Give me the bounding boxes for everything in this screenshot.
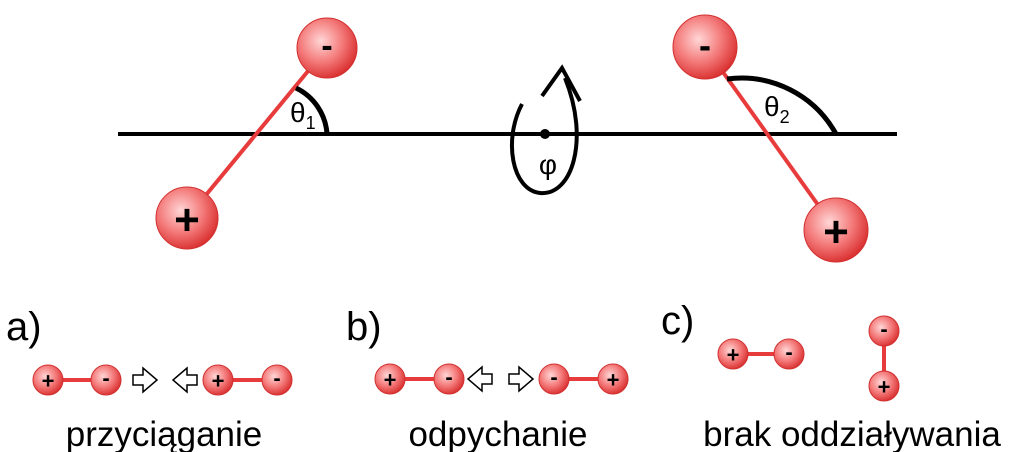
svg-text:-: - <box>445 365 452 390</box>
svg-text:+: + <box>878 375 891 400</box>
panel-a-caption: przyciąganie <box>66 415 263 452</box>
panel-b-dipole-left: + - <box>374 363 465 395</box>
rotation-center-dot <box>540 129 550 139</box>
svg-text:-: - <box>785 340 792 365</box>
right-dipole-rod <box>703 45 838 232</box>
svg-text:-: - <box>273 366 280 391</box>
svg-text:+: + <box>727 343 740 368</box>
rotation-arrow-icon <box>509 64 582 196</box>
svg-text:-: - <box>550 365 557 390</box>
hollow-arrow-left-icon <box>171 366 198 394</box>
hollow-arrow-right-icon <box>132 366 159 394</box>
theta1-arc <box>294 85 330 135</box>
svg-text:+: + <box>212 369 225 394</box>
svg-text:-: - <box>102 366 109 391</box>
left-dipole-plus-charge: + <box>155 186 219 250</box>
panel-b-caption: odpychanie <box>408 415 587 452</box>
panel-c-label: c) <box>661 299 694 343</box>
left-dipole-rod <box>185 46 329 220</box>
theta2-arc <box>726 75 839 136</box>
svg-text:-: - <box>699 25 711 66</box>
panel-a-dipole-right: + - <box>202 364 293 396</box>
hollow-arrow-left-icon <box>466 365 493 393</box>
svg-text:+: + <box>823 208 849 257</box>
left-dipole-minus-charge: - <box>296 17 358 79</box>
panel-c-horizontal-dipole: + - <box>717 338 805 370</box>
theta1-label: θ1 <box>290 97 316 133</box>
panel-c-caption: brak oddziaływania <box>703 415 1001 452</box>
svg-text:+: + <box>384 368 397 393</box>
panel-b-dipole-right: - + <box>538 363 629 395</box>
svg-text:+: + <box>174 196 200 245</box>
svg-text:+: + <box>42 369 55 394</box>
panel-c-vertical-dipole: - + <box>868 315 900 402</box>
right-dipole-minus-charge: - <box>672 14 738 80</box>
svg-text:-: - <box>880 317 887 342</box>
svg-text:+: + <box>607 368 620 393</box>
panel-a-dipole-left: + - <box>32 364 122 396</box>
panel-b-label: b) <box>346 305 382 349</box>
phi-label: φ <box>539 149 557 180</box>
right-dipole-plus-charge: + <box>803 197 869 263</box>
hollow-arrow-right-icon <box>508 365 535 393</box>
svg-text:-: - <box>321 27 332 65</box>
panel-a-label: a) <box>6 305 42 349</box>
theta2-label: θ2 <box>764 91 790 127</box>
